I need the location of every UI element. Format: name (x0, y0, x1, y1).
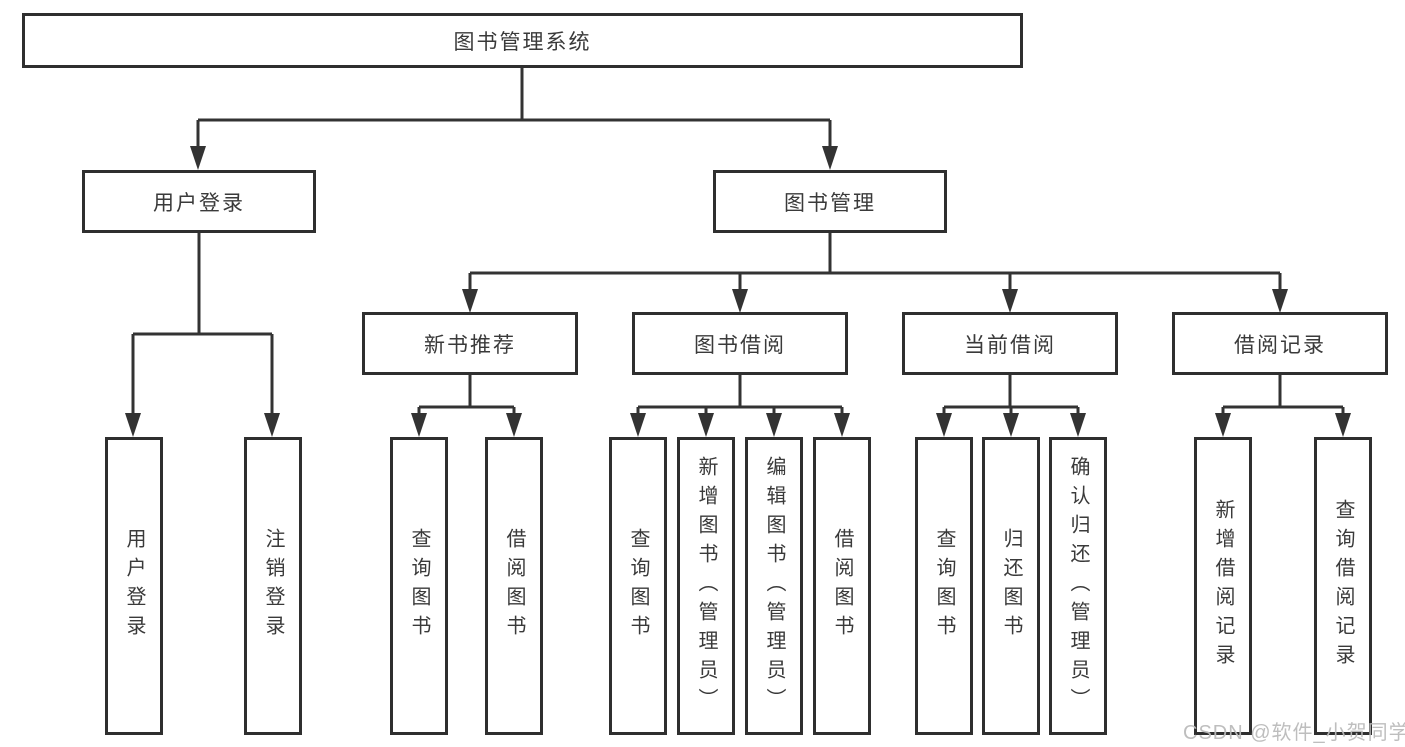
leaf-query-books-borrow-label: 查询图书 (627, 528, 649, 644)
node-book-borrow-label: 图书借阅 (694, 333, 786, 357)
leaf-add-borrow-record: 新增借阅记录 (1194, 437, 1252, 735)
leaf-edit-book-admin-label: 编辑图书（管理员） (763, 455, 785, 717)
node-new-book-recommend-label: 新书推荐 (424, 333, 516, 357)
node-user-login-label: 用户登录 (153, 191, 245, 215)
node-new-book-recommend: 新书推荐 (362, 312, 578, 375)
leaf-borrow-books-recommend-label: 借阅图书 (503, 528, 525, 644)
leaf-confirm-return-admin: 确认归还（管理员） (1049, 437, 1107, 735)
leaf-borrow-books-borrow-label: 借阅图书 (831, 528, 853, 644)
leaf-borrow-books-borrow: 借阅图书 (813, 437, 871, 735)
leaf-query-books-recommend: 查询图书 (390, 437, 448, 735)
leaf-add-book-admin: 新增图书（管理员） (677, 437, 735, 735)
leaf-query-borrow-record: 查询借阅记录 (1314, 437, 1372, 735)
leaf-logout: 注销登录 (244, 437, 302, 735)
node-root-label: 图书管理系统 (453, 30, 592, 54)
leaf-add-borrow-record-label: 新增借阅记录 (1212, 499, 1234, 673)
leaf-return-books: 归还图书 (982, 437, 1040, 735)
leaf-query-books-current: 查询图书 (915, 437, 973, 735)
leaf-add-book-admin-label: 新增图书（管理员） (695, 455, 717, 717)
leaf-borrow-books-recommend: 借阅图书 (485, 437, 543, 735)
leaf-logout-label: 注销登录 (262, 528, 284, 644)
node-borrow-records-label: 借阅记录 (1234, 333, 1326, 357)
leaf-query-books-current-label: 查询图书 (933, 528, 955, 644)
leaf-query-books-recommend-label: 查询图书 (408, 528, 430, 644)
leaf-query-borrow-record-label: 查询借阅记录 (1332, 499, 1354, 673)
leaf-user-login-label: 用户登录 (123, 528, 145, 644)
leaf-query-books-borrow: 查询图书 (609, 437, 667, 735)
leaf-edit-book-admin: 编辑图书（管理员） (745, 437, 803, 735)
leaf-user-login: 用户登录 (105, 437, 163, 735)
node-book-borrow: 图书借阅 (632, 312, 848, 375)
leaf-return-books-label: 归还图书 (1000, 528, 1022, 644)
csdn-watermark: CSDN @软件_小贺同学 (1183, 722, 1405, 744)
node-book-management: 图书管理 (713, 170, 947, 233)
node-current-borrow: 当前借阅 (902, 312, 1118, 375)
node-current-borrow-label: 当前借阅 (964, 333, 1056, 357)
node-borrow-records: 借阅记录 (1172, 312, 1388, 375)
node-book-management-label: 图书管理 (784, 191, 876, 215)
leaf-confirm-return-admin-label: 确认归还（管理员） (1067, 455, 1089, 717)
node-root: 图书管理系统 (22, 13, 1023, 68)
node-user-login: 用户登录 (82, 170, 316, 233)
